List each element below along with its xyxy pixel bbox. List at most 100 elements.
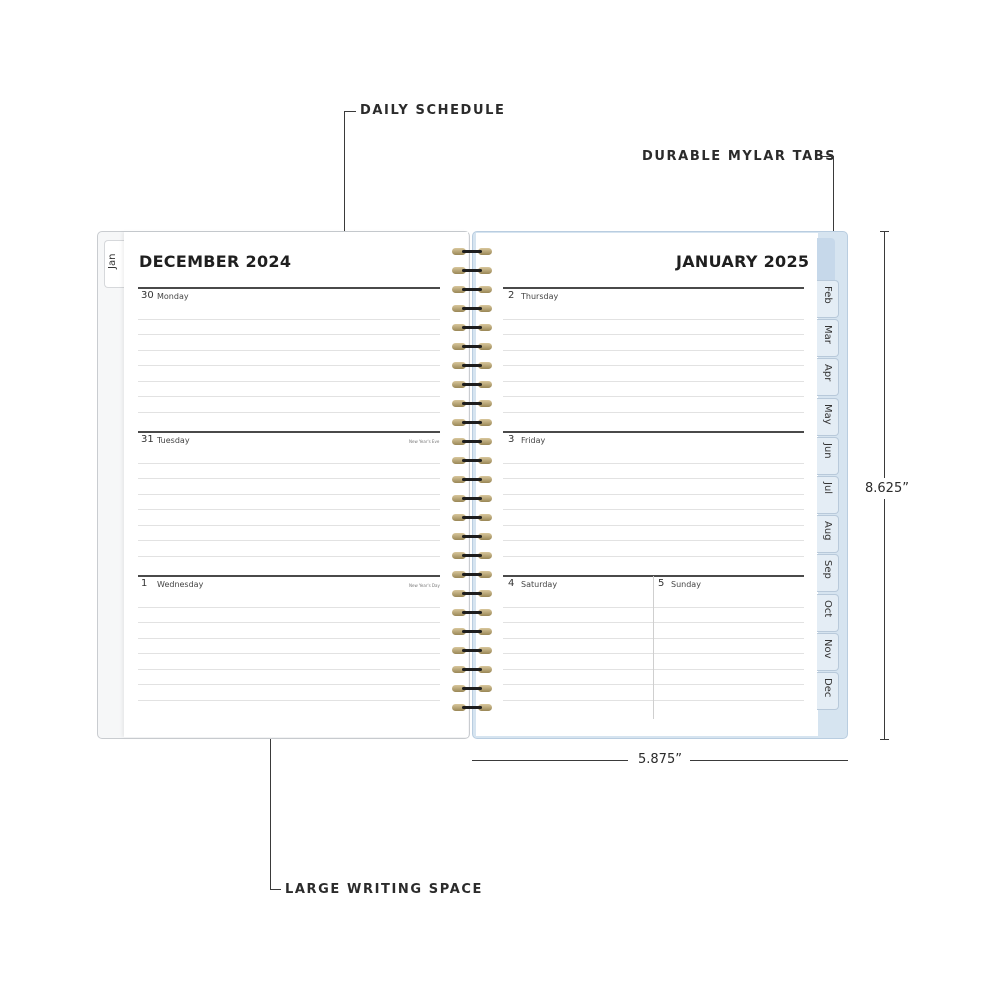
spiral-ring: [452, 552, 492, 559]
day-header-rule: [653, 575, 804, 577]
callout-mylar-line-v: [833, 156, 834, 296]
spiral-ring-right: [478, 571, 492, 578]
dimension-height-label: 8.625”: [865, 478, 909, 499]
spiral-ring: [452, 647, 492, 654]
spiral-ring-wire: [462, 459, 482, 462]
spiral-ring: [452, 704, 492, 711]
month-tab-mar[interactable]: Mar: [817, 319, 839, 358]
tab-strip-top: [817, 238, 835, 280]
spiral-ring-left: [452, 381, 466, 388]
writing-line: [503, 699, 653, 701]
day-number: 31: [141, 434, 154, 445]
writing-line: [138, 493, 440, 495]
day-header-rule: [503, 431, 804, 433]
month-tab-sep[interactable]: Sep: [817, 554, 839, 593]
left-month-title: DECEMBER 2024: [139, 252, 292, 271]
writing-line: [138, 318, 440, 320]
day-number: 1: [141, 578, 148, 589]
spiral-ring-left: [452, 267, 466, 274]
spiral-ring-wire: [462, 687, 482, 690]
callout-daily-schedule: DAILY SCHEDULE: [360, 103, 506, 118]
spiral-ring-right: [478, 267, 492, 274]
day-name: Saturday: [521, 580, 558, 589]
month-tab-nov[interactable]: Nov: [817, 632, 839, 671]
month-tab-may-label: May: [822, 403, 833, 425]
spiral-ring-wire: [462, 421, 482, 424]
spiral-ring-left: [452, 533, 466, 540]
month-tab-jun-label: Jun: [822, 442, 833, 459]
day-header-rule: [503, 575, 653, 577]
spiral-ring-left: [452, 685, 466, 692]
spiral-ring-wire: [462, 592, 482, 595]
spiral-ring-right: [478, 400, 492, 407]
right-month-title: JANUARY 2025: [676, 252, 810, 271]
spiral-ring: [452, 590, 492, 597]
writing-line: [503, 509, 804, 510]
month-tab-jul[interactable]: Jul: [817, 476, 839, 514]
writing-line: [138, 555, 440, 557]
spiral-ring-right: [478, 704, 492, 711]
dimension-width-line-right: [690, 760, 848, 761]
spiral-ring-left: [452, 476, 466, 483]
month-tab-dec-label: Dec: [822, 678, 833, 698]
spiral-ring-right: [478, 685, 492, 692]
month-tab-nov-label: Nov: [822, 638, 833, 659]
spiral-ring: [452, 457, 492, 464]
writing-line: [138, 396, 440, 397]
month-tab-jun[interactable]: Jun: [817, 436, 839, 475]
month-tab-dec[interactable]: Dec: [817, 672, 839, 710]
spiral-ring: [452, 685, 492, 692]
right-page: [476, 233, 818, 736]
writing-line: [503, 668, 653, 670]
dimension-height-cap-bottom: [880, 739, 889, 740]
month-tab-jan[interactable]: Jan: [104, 240, 127, 288]
writing-line: [138, 478, 440, 479]
writing-line: [138, 606, 440, 608]
writing-line: [503, 411, 804, 413]
spiral-ring-right: [478, 590, 492, 597]
writing-line: [503, 493, 804, 495]
spiral-ring-left: [452, 647, 466, 654]
callout-large-writing-space: LARGE WRITING SPACE: [285, 882, 483, 897]
day-number: 3: [508, 434, 515, 445]
spiral-ring-wire: [462, 364, 482, 367]
spiral-ring-left: [452, 514, 466, 521]
day-number: 5: [658, 578, 665, 589]
writing-line: [503, 365, 804, 366]
day-number: 4: [508, 578, 515, 589]
month-tab-feb[interactable]: Feb: [817, 280, 839, 318]
spiral-ring-wire: [462, 516, 482, 519]
month-tab-apr[interactable]: Apr: [817, 358, 839, 397]
spiral-ring: [452, 305, 492, 312]
spiral-ring: [452, 267, 492, 274]
writing-line: [503, 462, 804, 464]
spiral-ring: [452, 248, 492, 255]
spiral-ring: [452, 438, 492, 445]
writing-line: [138, 668, 440, 670]
spiral-ring-right: [478, 305, 492, 312]
spiral-ring-left: [452, 419, 466, 426]
spiral-ring-wire: [462, 497, 482, 500]
month-tab-apr-label: Apr: [822, 364, 833, 382]
spiral-ring-wire: [462, 649, 482, 652]
writing-line: [138, 365, 440, 366]
spiral-ring: [452, 324, 492, 331]
day-number: 30: [141, 290, 154, 301]
spiral-ring: [452, 419, 492, 426]
spiral-ring: [452, 400, 492, 407]
spiral-ring-wire: [462, 706, 482, 709]
month-tab-aug[interactable]: Aug: [817, 515, 839, 554]
writing-line: [503, 540, 804, 541]
callout-writing-line-v: [270, 620, 271, 890]
spiral-ring-left: [452, 552, 466, 559]
spiral-ring-wire: [462, 402, 482, 405]
writing-line: [503, 478, 804, 479]
spiral-ring-left: [452, 324, 466, 331]
spiral-ring-right: [478, 362, 492, 369]
month-tab-may[interactable]: May: [817, 397, 839, 436]
spiral-ring: [452, 286, 492, 293]
writing-line: [653, 684, 804, 685]
day-name: Tuesday: [157, 436, 190, 445]
spiral-ring-wire: [462, 288, 482, 291]
month-tab-oct[interactable]: Oct: [817, 593, 839, 632]
